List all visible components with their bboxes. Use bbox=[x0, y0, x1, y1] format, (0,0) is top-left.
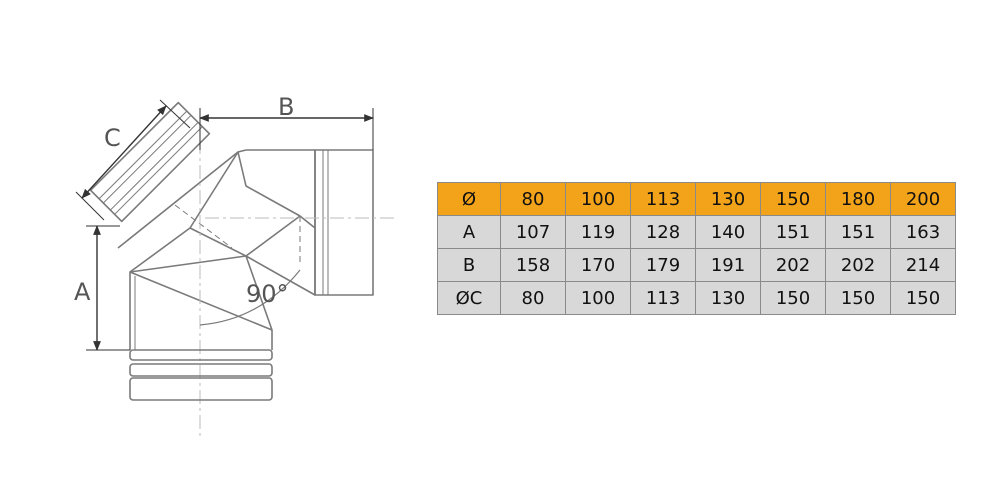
table-header-cell: 150 bbox=[760, 182, 826, 216]
table-cell: ØC bbox=[437, 281, 501, 315]
table-header-cell: 130 bbox=[695, 182, 761, 216]
table-cell: 130 bbox=[695, 281, 761, 315]
table-cell: 128 bbox=[630, 215, 696, 249]
dimension-label-b: B bbox=[278, 93, 294, 121]
table-cell: 202 bbox=[825, 248, 891, 282]
table-header-row: Ø 80 100 113 130 150 180 200 bbox=[437, 182, 956, 216]
table-row: ØC 80 100 113 130 150 150 150 bbox=[437, 281, 956, 315]
angle-label: 90° bbox=[246, 280, 289, 308]
table-cell: 150 bbox=[760, 281, 826, 315]
elbow-body bbox=[89, 101, 395, 440]
table-cell: 113 bbox=[630, 281, 696, 315]
table-cell: 214 bbox=[890, 248, 956, 282]
table-cell: 191 bbox=[695, 248, 761, 282]
table-header-cell: 180 bbox=[825, 182, 891, 216]
table-cell: 150 bbox=[825, 281, 891, 315]
table-cell: 119 bbox=[565, 215, 631, 249]
table-header-cell: 113 bbox=[630, 182, 696, 216]
table-cell: B bbox=[437, 248, 501, 282]
table-cell: 107 bbox=[500, 215, 566, 249]
table-cell: 140 bbox=[695, 215, 761, 249]
table-header-cell: 200 bbox=[890, 182, 956, 216]
table-cell: 158 bbox=[500, 248, 566, 282]
table-cell: 151 bbox=[825, 215, 891, 249]
table-cell: 179 bbox=[630, 248, 696, 282]
table-cell: 150 bbox=[890, 281, 956, 315]
dimension-label-c: C bbox=[104, 124, 121, 152]
table-cell: 100 bbox=[565, 281, 631, 315]
table-row: B 158 170 179 191 202 202 214 bbox=[437, 248, 956, 282]
elbow-fitting-drawing: A B C 90° bbox=[74, 93, 395, 440]
dimension-label-a: A bbox=[74, 278, 91, 306]
table-cell: 170 bbox=[565, 248, 631, 282]
table-cell: A bbox=[437, 215, 501, 249]
dimension-lines bbox=[75, 99, 374, 351]
table-cell: 202 bbox=[760, 248, 826, 282]
table-header-cell: 100 bbox=[565, 182, 631, 216]
table-header-cell: 80 bbox=[500, 182, 566, 216]
table-cell: 151 bbox=[760, 215, 826, 249]
table-row: A 107 119 128 140 151 151 163 bbox=[437, 215, 956, 249]
table-header-cell: Ø bbox=[437, 182, 501, 216]
dimensions-table: Ø 80 100 113 130 150 180 200 A 107 119 1… bbox=[437, 182, 956, 315]
table-cell: 80 bbox=[500, 281, 566, 315]
table-cell: 163 bbox=[890, 215, 956, 249]
